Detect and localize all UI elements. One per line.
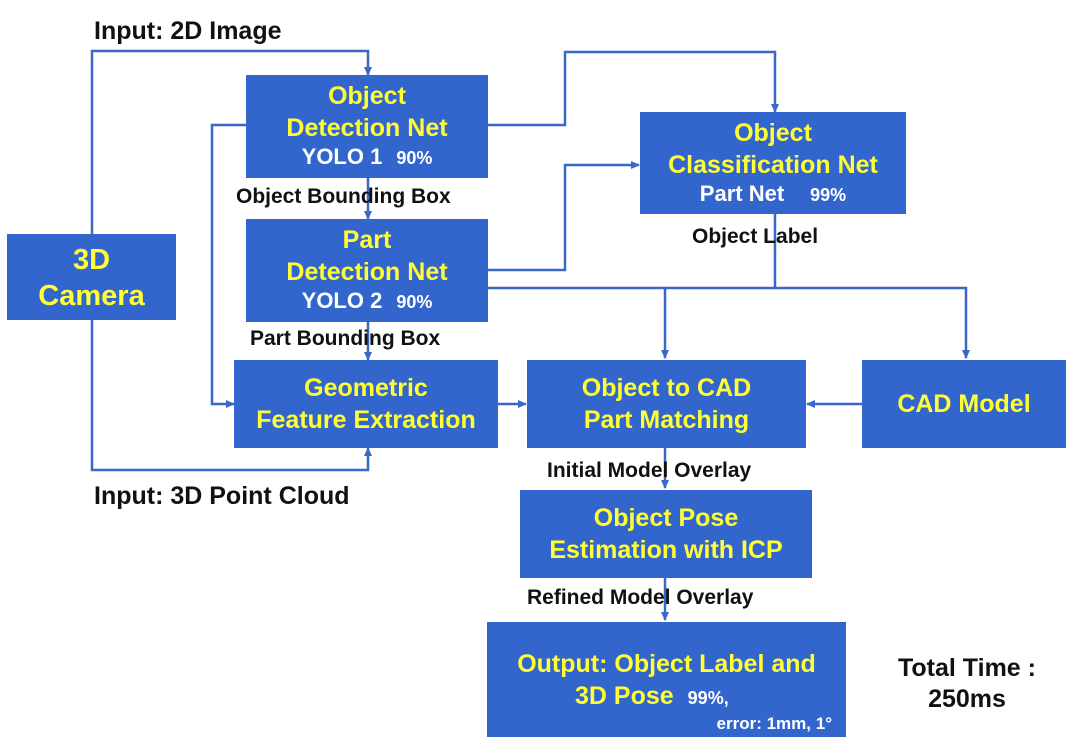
input-2d-label: Input: 2D Image: [94, 17, 282, 45]
object-classification-box: Object Classification Net Part Net 99%: [640, 112, 906, 214]
object-classification-line2: Classification Net: [668, 151, 878, 179]
wire-partdet-to-classification: [488, 161, 640, 272]
object-bbox-label: Object Bounding Box: [236, 185, 451, 208]
part-detection-line1: Part: [342, 226, 392, 254]
total-time-line2: 250ms: [928, 685, 1006, 713]
geometric-feature-box: Geometric Feature Extraction: [234, 360, 498, 448]
pose-estimation-line2: Estimation with ICP: [549, 536, 783, 564]
camera-line2: Camera: [38, 280, 145, 312]
part-detection-box: Part Detection Net YOLO 2 90%: [246, 219, 488, 322]
part-detection-sub: YOLO 2 90%: [246, 288, 488, 314]
input-3d-label: Input: 3D Point Cloud: [94, 482, 350, 510]
object-classification-line1: Object: [734, 119, 812, 147]
total-time-label: Total Time : 250ms: [872, 653, 1062, 715]
output-line1: Output: Object Label and: [517, 650, 816, 678]
object-detection-sub: YOLO 1 90%: [246, 144, 488, 170]
cad-matching-line2: Part Matching: [583, 406, 750, 434]
output-line2-row: 3D Pose 99%,: [487, 680, 846, 714]
output-box: Output: Object Label and 3D Pose 99%, err…: [487, 622, 846, 737]
part-detection-accuracy: 90%: [396, 292, 433, 312]
pose-estimation-line1: Object Pose: [593, 504, 739, 532]
camera-line1: 3D: [72, 244, 111, 276]
geometric-feature-line1: Geometric: [304, 374, 428, 402]
camera-box: 3D Camera: [7, 234, 176, 320]
wire-camera-to-geometric: [90, 320, 372, 472]
wire-objdet-to-classification: [488, 50, 779, 127]
object-detection-box: Object Detection Net YOLO 1 90%: [246, 75, 488, 178]
object-detection-model: YOLO 1: [301, 144, 383, 169]
cad-matching-line1: Object to CAD: [581, 374, 752, 402]
wire-objdet-side-to-geometric: [210, 123, 246, 408]
object-classification-accuracy: 99%: [810, 185, 847, 205]
cad-model-box: CAD Model: [862, 360, 1066, 448]
total-time-line1: Total Time :: [898, 654, 1036, 682]
pose-estimation-box: Object Pose Estimation with ICP: [520, 490, 812, 578]
object-classification-model: Part Net: [699, 181, 785, 206]
object-classification-sub: Part Net 99%: [640, 181, 906, 207]
object-detection-line1: Object: [328, 82, 406, 110]
cad-matching-box: Object to CAD Part Matching: [527, 360, 806, 448]
output-line2: 3D Pose: [575, 682, 674, 710]
refined-overlay-label: Refined Model Overlay: [527, 586, 754, 609]
wire-camera-to-object-detection: [90, 49, 372, 234]
part-detection-model: YOLO 2: [301, 288, 383, 313]
part-bbox-label: Part Bounding Box: [250, 327, 441, 350]
geometric-feature-line2: Feature Extraction: [256, 406, 476, 434]
initial-overlay-label: Initial Model Overlay: [547, 459, 752, 482]
output-error: error: 1mm, 1°: [716, 714, 832, 733]
object-detection-line2: Detection Net: [286, 114, 448, 142]
wire-partdet-to-cad-branch: [488, 286, 970, 359]
object-detection-accuracy: 90%: [396, 148, 433, 168]
output-accuracy: 99%,: [687, 688, 729, 708]
object-label-label: Object Label: [692, 225, 819, 248]
cad-model-line1: CAD Model: [897, 390, 1031, 418]
part-detection-line2: Detection Net: [286, 258, 448, 286]
